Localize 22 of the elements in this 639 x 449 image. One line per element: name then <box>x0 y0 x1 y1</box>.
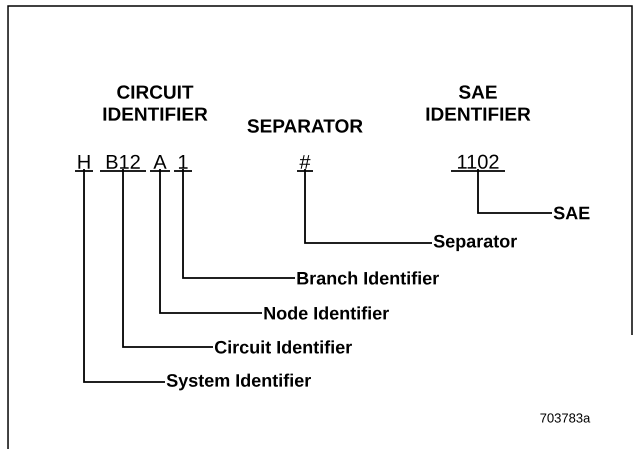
code-segment: # <box>297 155 313 172</box>
code-segment: H <box>75 155 93 172</box>
code-segment: 1102 <box>451 154 505 172</box>
leader-line <box>304 169 432 244</box>
figure-number: 703783a <box>540 413 590 423</box>
part-label: System Identifier <box>166 374 311 390</box>
part-label: Branch Identifier <box>297 271 439 285</box>
part-label: Separator <box>434 234 517 252</box>
part-label: Node Identifier <box>264 306 389 320</box>
code-segment: 1 <box>174 155 192 172</box>
leader-line <box>159 169 262 314</box>
heading: CIRCUIT IDENTIFIER <box>104 85 208 121</box>
part-label: SAE <box>554 206 590 220</box>
code-segment: A <box>150 155 170 172</box>
leader-line <box>122 169 213 348</box>
code-segment: B12 <box>100 154 146 172</box>
leader-line <box>182 169 295 279</box>
heading: SAE IDENTIFIER <box>426 85 530 121</box>
leader-line <box>477 169 552 214</box>
heading: SEPARATOR <box>248 119 363 133</box>
leader-line <box>83 169 165 383</box>
part-label: Circuit Identifier <box>214 340 352 354</box>
